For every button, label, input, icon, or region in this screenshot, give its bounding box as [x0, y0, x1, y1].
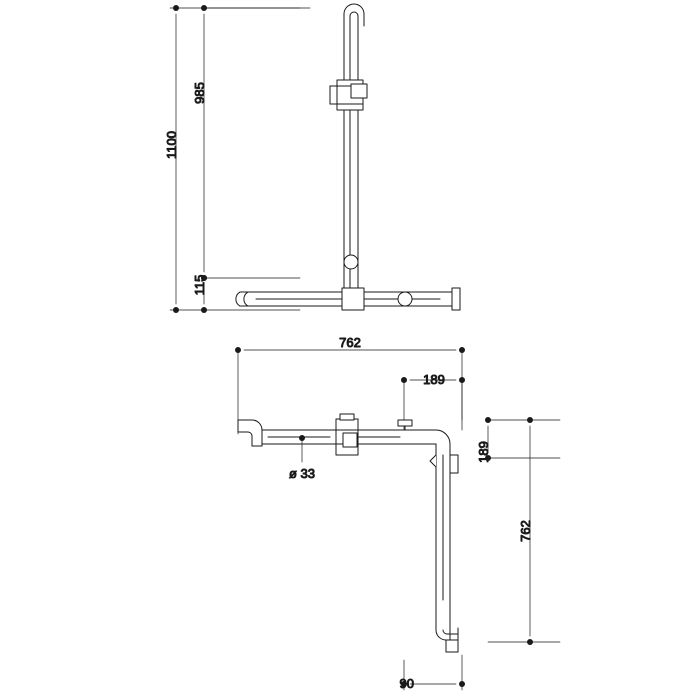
plan-bar-geometry	[237, 413, 459, 653]
dim-label-189-horizontal: 189	[423, 372, 445, 387]
dim-label-1100: 1100	[164, 131, 179, 159]
dim-label-189-vertical: 189	[476, 441, 491, 463]
dimension-90	[401, 681, 465, 687]
dim-label-985: 985	[192, 82, 207, 104]
dimension-189-vertical	[485, 417, 491, 461]
dim-label-diameter: ø 33	[289, 466, 315, 481]
dim-label-762-depth: 762	[518, 520, 533, 542]
dimension-189-horizontal	[401, 377, 465, 383]
diameter-leader	[299, 435, 305, 463]
dimension-762-width	[235, 347, 465, 353]
vertical-rail-elevation	[343, 3, 365, 289]
horizontal-bar-elevation	[235, 287, 461, 311]
dimension-1100	[173, 5, 179, 313]
extension-lines-plan	[237, 349, 561, 691]
dimension-762-depth	[527, 417, 533, 645]
dimension-985	[201, 5, 207, 281]
dimension-115	[201, 275, 207, 313]
dim-label-90: 90	[400, 676, 414, 691]
dim-label-762-width: 762	[339, 335, 361, 350]
rail-joint-detail	[343, 254, 359, 270]
slider-bracket	[329, 79, 368, 111]
dim-label-115: 115	[192, 275, 207, 296]
extension-lines-upper	[169, 7, 311, 311]
